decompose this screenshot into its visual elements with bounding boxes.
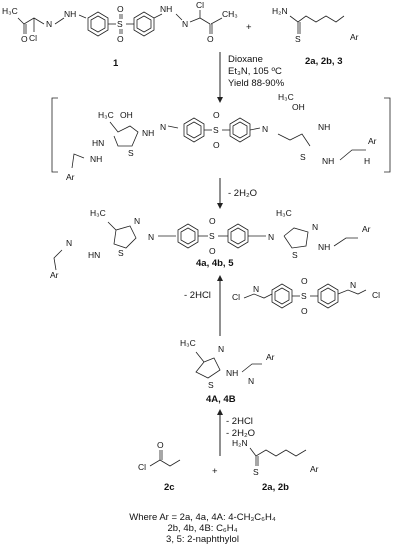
nh-prod-right: NH: [318, 242, 330, 252]
chloride-left-label: Cl: [232, 292, 240, 302]
hn-left-label: HN: [92, 138, 104, 148]
thiazole-n-left: N: [134, 216, 140, 226]
methyl-prod-left: H₃C: [90, 208, 106, 218]
reagent-label: 2a, 2b, 3: [305, 56, 343, 67]
oxygen-right-label: O: [207, 34, 214, 44]
sulfonyl-oxygen-top: O: [117, 4, 124, 14]
sulfonyl-o-bottom-prod: O: [209, 246, 216, 256]
sulfonyl-sulfur-prod: S: [209, 231, 215, 241]
methyl-right-label: CH₃: [222, 9, 238, 19]
thione-sulfur-bottom: S: [253, 467, 259, 477]
intermediate-thiazole: H₃C N S NH Ar N 4A, 4B: [180, 338, 275, 405]
thiosemicarbazone-reagent: H₂N S Ar 2a, 2b, 3: [272, 6, 359, 67]
chloroacetone-2c: Cl O 2c: [138, 440, 181, 493]
compound-1-structure: H₃C O Cl N NH S O O NH N Cl O: [2, 0, 238, 69]
nitrogen-right-label: N: [182, 19, 188, 29]
n-prod-left: N: [66, 238, 72, 248]
footnote: Where Ar = 2a, 4a, 4A: 4-CH₃C₆H₄ 2b, 4b,…: [0, 512, 405, 545]
aryl-left-label: Ar: [66, 172, 75, 182]
thiazole-s-left: S: [118, 248, 124, 258]
sulfonyl-o-bottom-bis: O: [301, 306, 308, 316]
aryl-prod-left: Ar: [50, 270, 59, 280]
methyl-label: H₃C: [2, 6, 18, 16]
hcl-loss-label-1: - 2HCl: [184, 290, 211, 301]
aryl-bottom-label: Ar: [310, 464, 319, 474]
hydroxyl-left-label: OH: [120, 110, 133, 120]
methyl-prod-right: H₃C: [276, 208, 292, 218]
imine-left-label: NH: [142, 128, 154, 138]
hydrogen-right-label: H: [364, 156, 370, 166]
sulfonyl-o-top-prod: O: [209, 216, 216, 226]
chlorine-2c-label: Cl: [138, 462, 146, 472]
sulfur-label: S: [117, 19, 123, 29]
nh-right-mid: NH: [322, 156, 334, 166]
nitrogen-label: N: [46, 19, 52, 29]
bis-diazonium-chloride: Cl N S O O N Cl: [232, 276, 380, 316]
chlorine-label: Cl: [29, 33, 37, 43]
plus-sign-top: +: [246, 22, 252, 33]
methyl-left-label: H₃C: [98, 110, 114, 120]
diazo-n-right: N: [350, 280, 356, 290]
azo-n-left: N: [160, 122, 166, 132]
n-intermediate: N: [248, 376, 254, 386]
yield-label: Yield 88-90%: [228, 78, 285, 89]
water-loss-label-1: - 2H₂O: [228, 188, 257, 199]
sulfonyl-o-top-mid: O: [213, 110, 220, 120]
aryl-prod-right: Ar: [362, 224, 371, 234]
aryl-right-label: Ar: [368, 136, 377, 146]
hydroxyl-right-label: OH: [292, 102, 305, 112]
nh-right-label: NH: [160, 4, 172, 14]
thiazole-s-intermediate: S: [208, 380, 214, 390]
product-label: 4a, 4b, 5: [196, 258, 234, 269]
compound-1-label: 1: [113, 58, 119, 69]
footnote-line-1: Where Ar = 2a, 4a, 4A: 4-CH₃C₆H₄: [129, 512, 276, 523]
chloride-right-label: Cl: [372, 290, 380, 300]
base-temperature-label: Et₃N, 105 ºC: [228, 66, 282, 77]
chlorine-right-label: Cl: [196, 0, 204, 10]
water-loss-label-2: - 2H₂O: [226, 428, 255, 439]
nh-left-label: NH: [90, 154, 102, 164]
azo-n-right: N: [262, 124, 268, 134]
reaction-scheme: H₃C O Cl N NH S O O NH N Cl O: [2, 0, 391, 493]
sulfonyl-sulfur-bis: S: [301, 291, 307, 301]
bracketed-intermediate: H₃C OH NH S HN NH Ar N S O O N OH H₃C S …: [51, 92, 391, 182]
footnote-line-2: 2b, 4b, 4B: C₆H₄: [167, 523, 238, 534]
sulfonyl-o-top-bis: O: [301, 276, 308, 286]
thione-sulfur-label: S: [295, 34, 301, 44]
thiazole-n-intermediate: N: [218, 344, 224, 354]
methyl-intermediate: H₃C: [180, 338, 196, 348]
sulfonyl-o-bottom-mid: O: [213, 140, 220, 150]
reagent-bottom-label: 2a, 2b: [262, 482, 289, 493]
nh-label: NH: [64, 9, 76, 19]
aryl-intermediate: Ar: [266, 352, 275, 362]
diazo-n-left: N: [253, 284, 259, 294]
ring-sulfur-right: S: [300, 152, 306, 162]
oxygen-2c-label: O: [157, 440, 164, 450]
methyl-right-mid: H₃C: [278, 92, 294, 102]
product-bis-thiazole: H₃C N S HN N Ar N S O O N H₃C N S NH Ar …: [50, 208, 371, 280]
sulfonyl-sulfur-mid: S: [213, 125, 219, 135]
thiazole-s-right: S: [292, 250, 298, 260]
footnote-line-3: 3, 5: 2-naphthylol: [166, 534, 239, 545]
amine-bottom-label: H₂N: [232, 438, 248, 448]
reagent-2c-label: 2c: [164, 482, 175, 493]
amine-label: H₂N: [272, 6, 288, 16]
hn-prod-left: HN: [88, 250, 100, 260]
azo-n-prod-left: N: [148, 232, 154, 242]
azo-n-prod-right: N: [268, 232, 274, 242]
intermediate-label: 4A, 4B: [206, 394, 236, 405]
aryl-label: Ar: [350, 32, 359, 42]
plus-sign-bottom: +: [212, 466, 218, 477]
nh-intermediate: NH: [226, 368, 238, 378]
ring-sulfur-left: S: [128, 148, 134, 158]
hcl-loss-label-2: - 2HCl: [226, 416, 253, 427]
solvent-label: Dioxane: [228, 54, 263, 65]
thiosemicarbazone-bottom: H₂N S Ar 2a, 2b: [232, 438, 319, 493]
sulfonyl-oxygen-bottom: O: [117, 34, 124, 44]
oxygen-label: O: [21, 34, 28, 44]
thiazole-n-right: N: [312, 222, 318, 232]
imine-right-label: NH: [318, 122, 330, 132]
